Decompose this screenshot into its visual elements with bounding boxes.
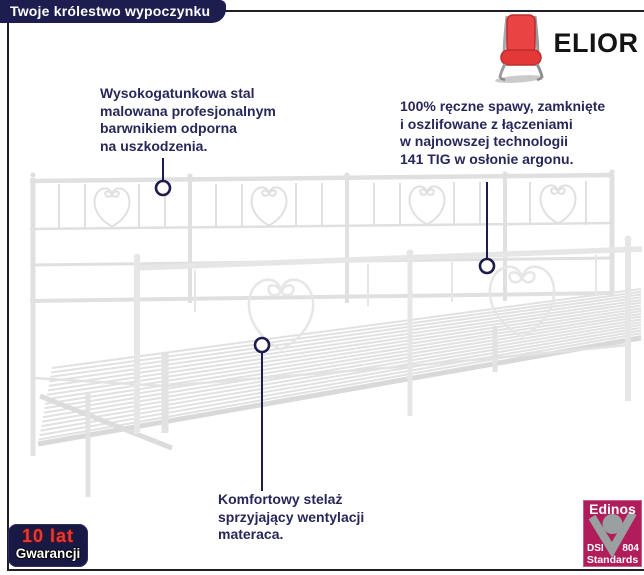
- guarantee-label: Gwarancji: [15, 546, 81, 561]
- callout-steel: Wysokogatunkowa stal malowana profesjona…: [100, 85, 276, 154]
- guarantee-badge: 10 lat Gwarancji: [8, 524, 88, 567]
- frame-border-top: [96, 10, 644, 12]
- footboard: [133, 236, 643, 434]
- standards-left-code: DSI: [587, 543, 604, 554]
- callout-welds: 100% ręczne spawy, zamknięte i oszlifowa…: [400, 98, 606, 167]
- standards-badge: Edinos DSI 804 Standards: [583, 500, 642, 567]
- brand-logo: ELIOR: [492, 4, 642, 84]
- chair-icon: [495, 14, 544, 83]
- callout-slats: Komfortowy stelaż sprzyjający wentylacji…: [218, 491, 365, 542]
- checkmark-icon: [588, 511, 637, 558]
- banner-title: Twoje królestwo wypoczynku: [10, 3, 211, 19]
- guarantee-value: 10 lat: [21, 526, 75, 546]
- frame-border-left: [7, 11, 9, 571]
- heart-ornament-icon: [410, 186, 445, 224]
- headboard: [29, 169, 615, 312]
- header-banner: Twoje królestwo wypoczynku: [0, 0, 227, 23]
- standards-bottom: Standards: [586, 554, 639, 566]
- slat-platform: [37, 288, 642, 445]
- heart-ornament-icon: [541, 185, 576, 223]
- heart-ornament-icon: [95, 188, 130, 226]
- standards-brand: Edinos: [589, 501, 636, 517]
- heart-ornament-icon: [249, 280, 313, 350]
- heart-ornament-icon: [252, 187, 287, 225]
- brand-name: ELIOR: [553, 28, 639, 58]
- standards-right-code: 804: [622, 543, 639, 554]
- frame-border-bottom: [7, 569, 644, 571]
